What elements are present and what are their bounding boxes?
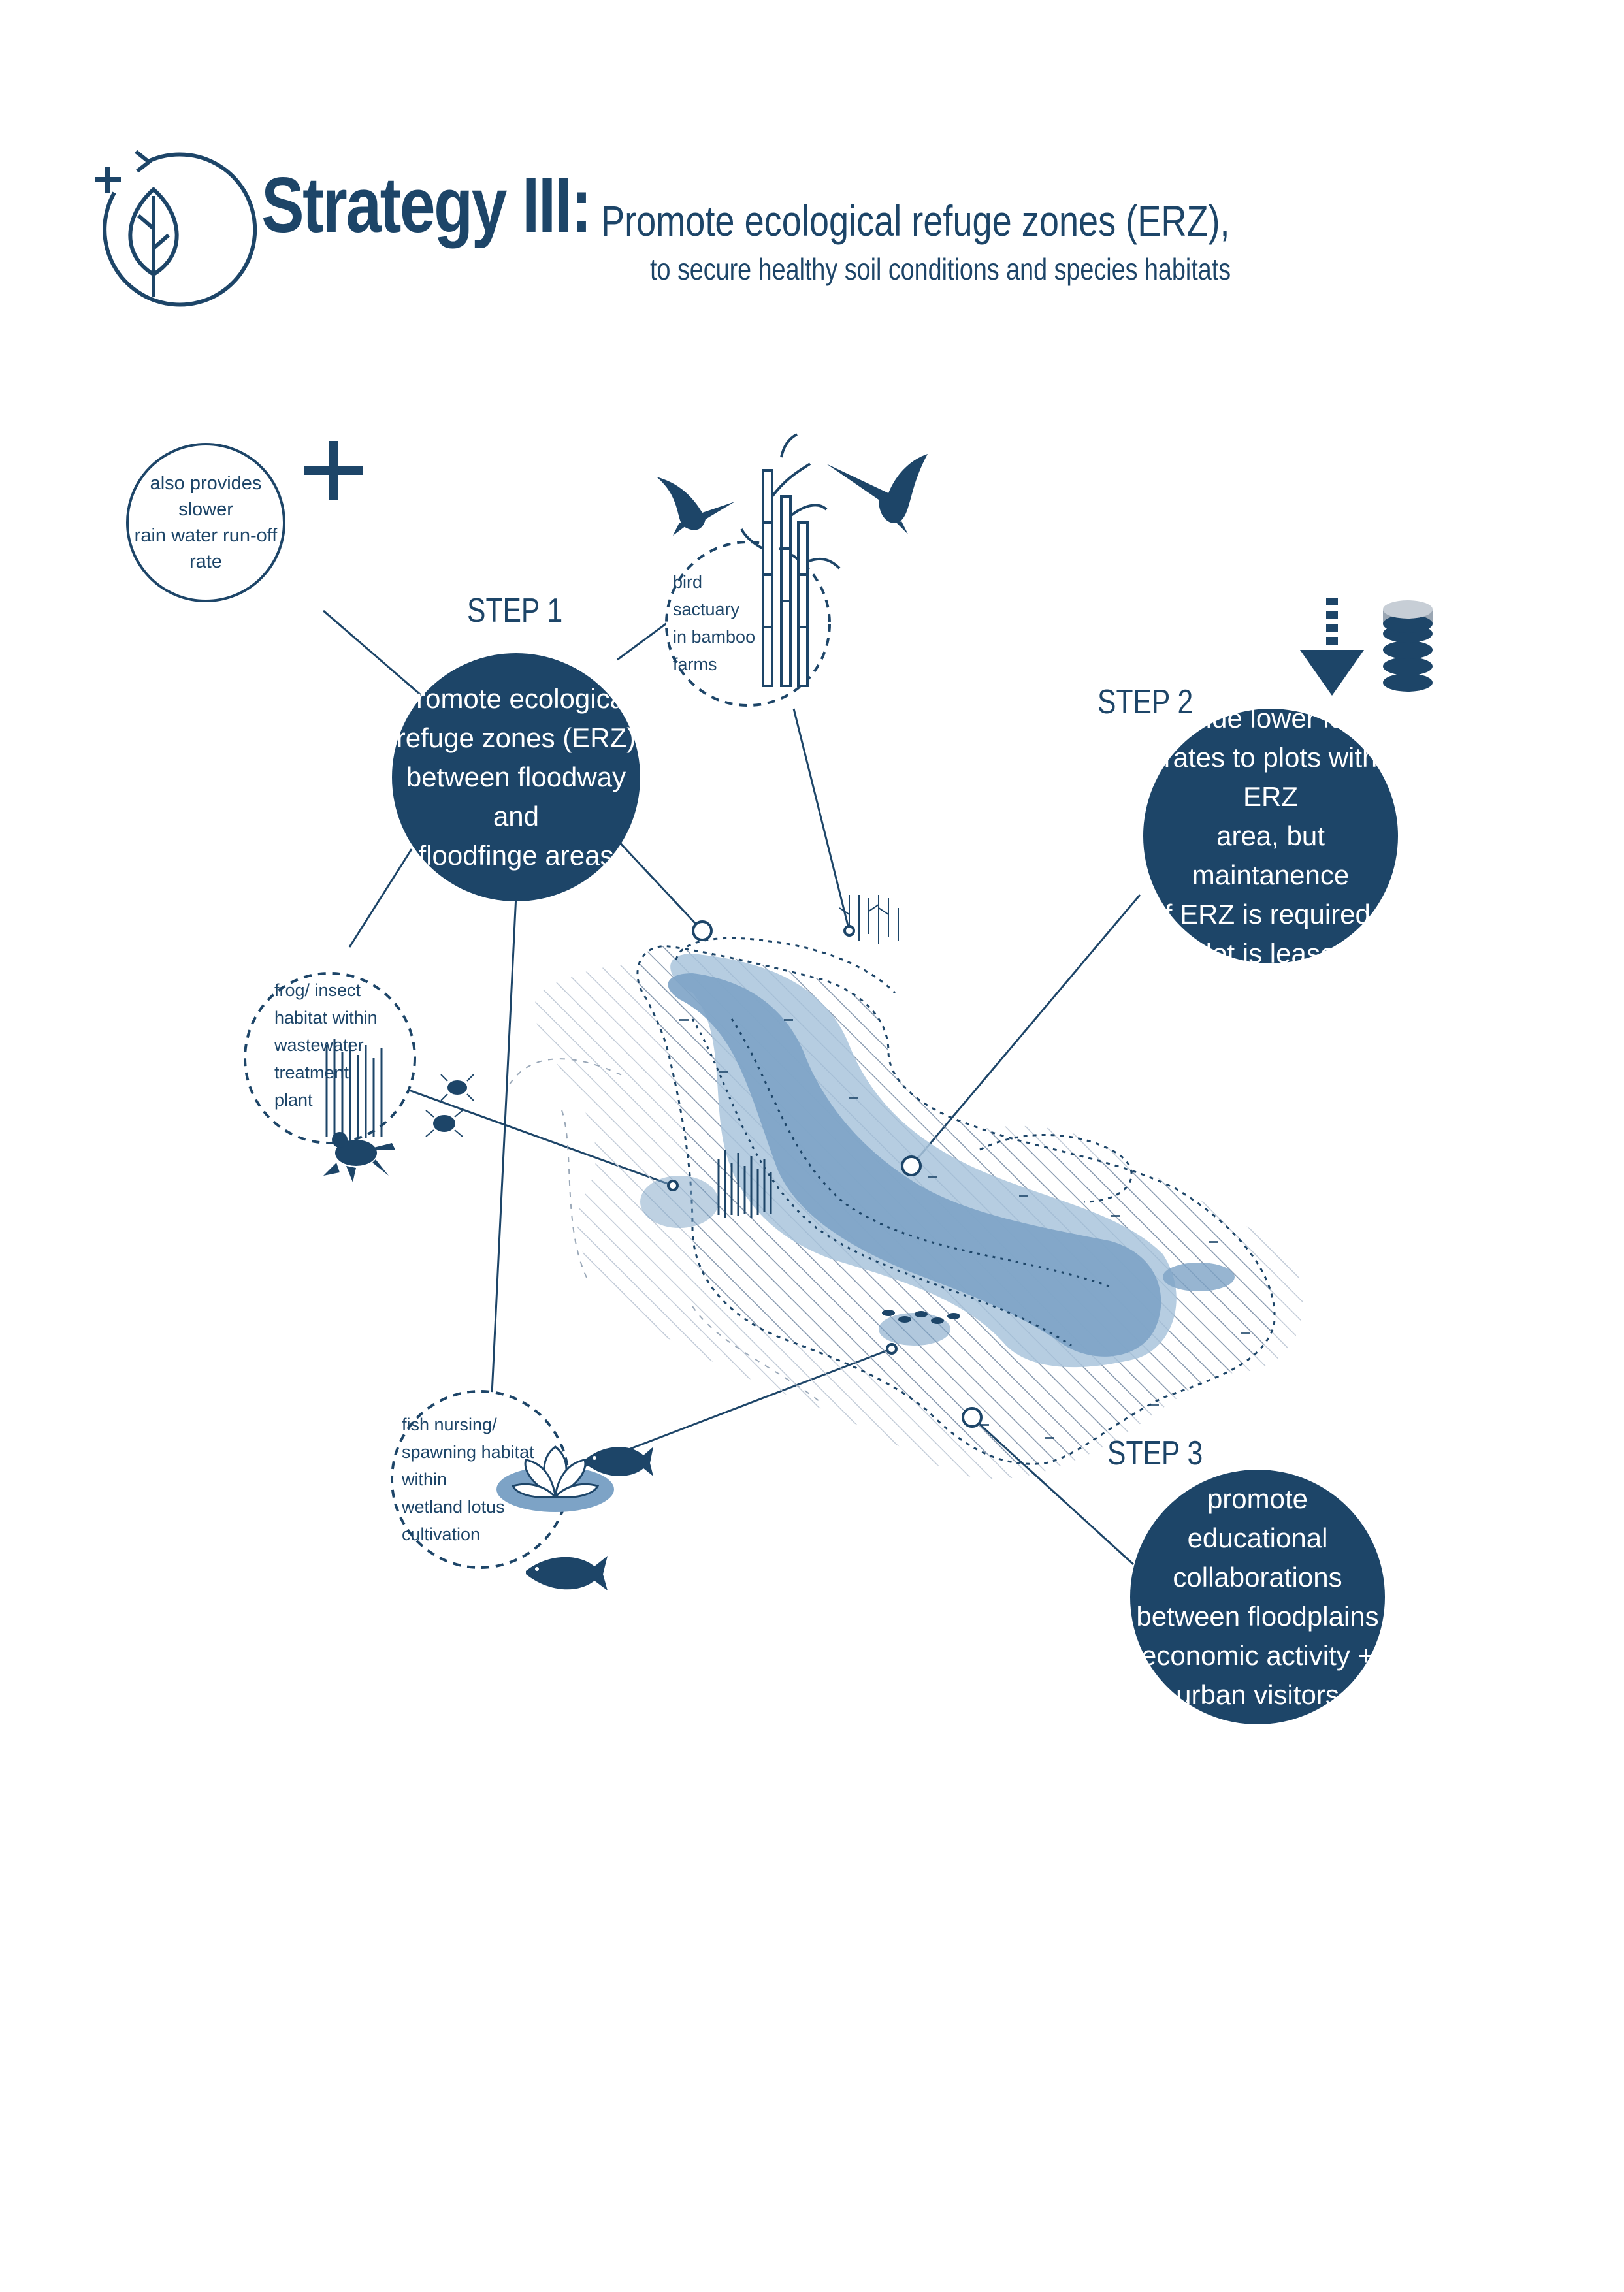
- step3-label: STEP 3: [1107, 1434, 1203, 1472]
- insect-icon: [425, 1110, 463, 1137]
- lotus-icon: [496, 1445, 614, 1512]
- page-title: Strategy III:: [261, 161, 592, 249]
- step2-circle: [1143, 709, 1398, 963]
- bird-habitat-text: bird sactuary in bamboo farms: [673, 572, 756, 674]
- coin-stack-icon: [1383, 600, 1433, 692]
- step2-text: provide lower lease rates to plots with …: [1149, 703, 1392, 969]
- fish-habitat-text: fish nursing/ spawning habitat within we…: [402, 1415, 534, 1544]
- fish-icon: [585, 1447, 653, 1476]
- benefit-text: also provides slower rain water run-off …: [134, 473, 278, 572]
- down-arrow-icon: [1300, 598, 1364, 696]
- frog-icon: [323, 1132, 395, 1182]
- page-subtitle: Promote ecological refuge zones (ERZ),: [601, 197, 1230, 245]
- frog-habitat-circle: [244, 972, 416, 1144]
- step1-circle: [392, 653, 640, 901]
- step3-circle: [1130, 1470, 1385, 1724]
- step3-text: promote educational collaborations betwe…: [1136, 1483, 1379, 1710]
- plus-icon: [304, 441, 363, 500]
- connector-nodes: [667, 920, 983, 1428]
- fish-icon: [526, 1556, 608, 1590]
- floodplain-map: [509, 895, 1303, 1479]
- step2-label: STEP 2: [1097, 683, 1194, 721]
- step1-label: STEP 1: [467, 592, 563, 630]
- hummingbird-icon: [826, 454, 928, 534]
- frog-habitat-text: frog/ insect habitat within wastewater t…: [274, 980, 378, 1110]
- page-subtitle-secondary: to secure healthy soil conditions and sp…: [650, 252, 1231, 286]
- header-plus-icon: [95, 167, 121, 193]
- benefit-circle: [126, 443, 285, 602]
- bamboo-icon: [740, 433, 841, 687]
- insect-icon: [440, 1074, 474, 1101]
- leaf-cycle-icon: [103, 150, 257, 307]
- hummingbird-icon: [657, 477, 735, 536]
- reeds-icon: [325, 1039, 383, 1140]
- step1-text: promote ecological refuge zones (ERZ) be…: [396, 683, 636, 871]
